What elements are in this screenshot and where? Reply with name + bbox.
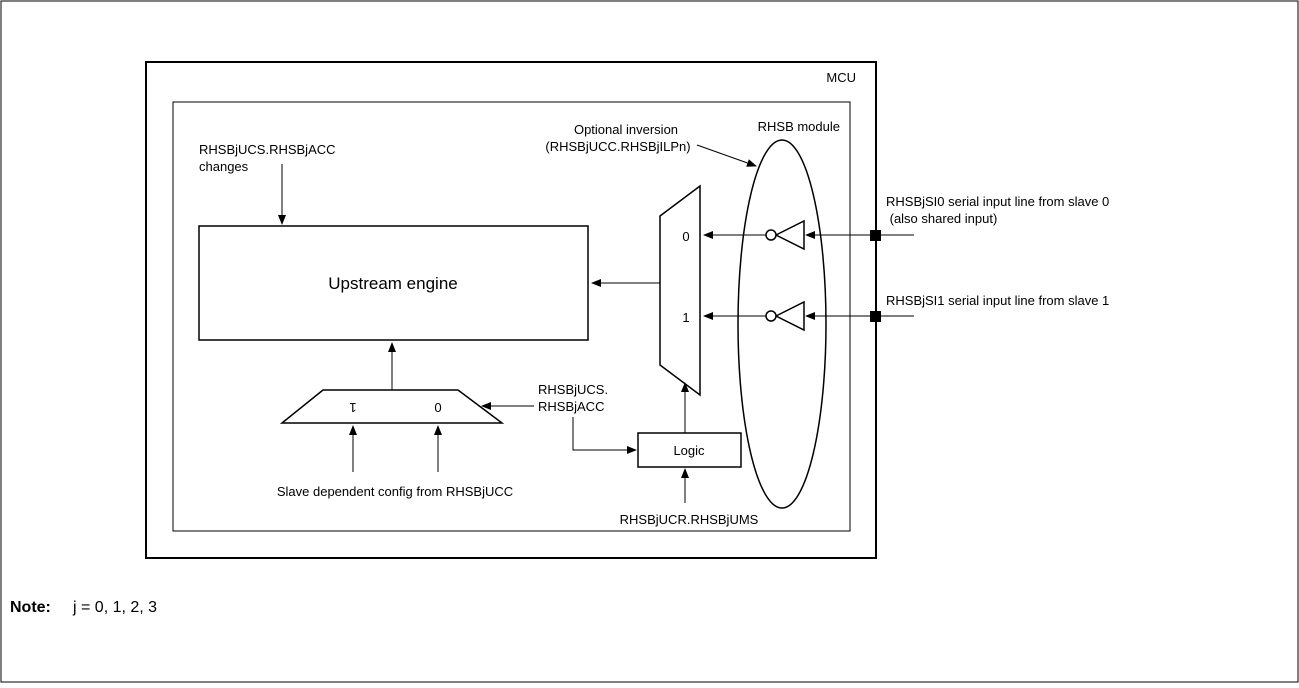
config-mux-input-1-label: 1 [349, 400, 356, 415]
inverter-1-bubble [765, 310, 777, 322]
logic-box [637, 432, 742, 468]
si0-label-line1: RHSBjSI0 serial input line from slave 0 [886, 194, 1109, 209]
mux-input-0-label: 0 [682, 229, 689, 244]
sel-label-line2: RHSBjACC [538, 399, 604, 414]
input-mux [659, 184, 701, 397]
si1-label: RHSBjSI1 serial input line from slave 1 [886, 293, 1109, 308]
inversion-label-line2: (RHSBjUCC.RHSBjILPn) [545, 139, 690, 154]
inverter-0-triangle [774, 219, 805, 251]
acc-change-label-line1: RHSBjUCS.RHSBjACC [199, 142, 336, 157]
note-text: j = 0, 1, 2, 3 [72, 599, 157, 616]
inverter-0-bubble [765, 229, 777, 241]
inversion-label-line1: Optional inversion [574, 122, 678, 137]
acc-change-label-line2: changes [199, 159, 249, 174]
si0-label-line2: (also shared input) [886, 211, 997, 226]
sel-label-line1: RHSBjUCS. [538, 382, 608, 397]
mcu-box [145, 61, 877, 559]
mcu-label: MCU [826, 70, 856, 85]
inversion-ellipse [737, 139, 827, 509]
ums-label: RHSBjUCR.RHSBjUMS [620, 512, 759, 527]
logic-label: Logic [673, 443, 705, 458]
config-mux [279, 389, 505, 424]
inverter-1-triangle [774, 300, 805, 332]
pin-si1 [870, 311, 881, 322]
sel-to-logic-arrow [572, 417, 637, 454]
note-label: Note: [10, 599, 51, 616]
mux-input-1-label: 1 [682, 310, 689, 325]
upstream-engine-label: Upstream engine [328, 274, 457, 293]
inversion-arrow [696, 144, 757, 167]
config-mux-input-0-label: 0 [434, 400, 441, 415]
rhsb-module-label: RHSB module [758, 119, 840, 134]
upstream-engine-box [198, 225, 589, 341]
slave-config-label: Slave dependent config from RHSBjUCC [277, 484, 513, 499]
pin-si0 [870, 230, 881, 241]
